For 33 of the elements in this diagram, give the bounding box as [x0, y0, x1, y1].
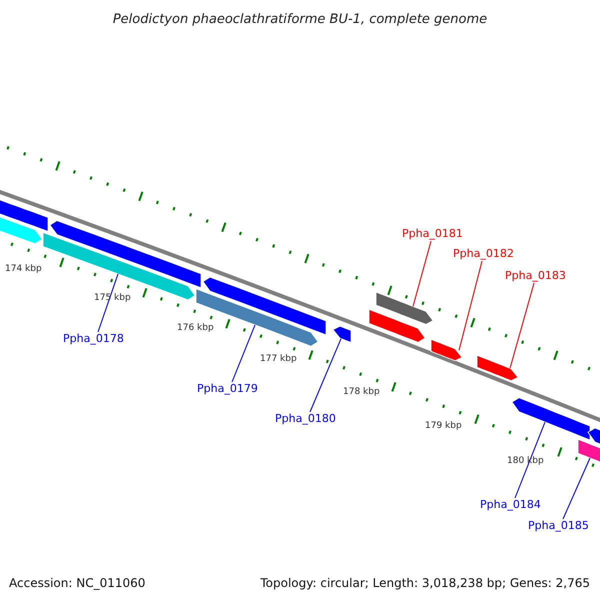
gene-segment: [376, 292, 434, 325]
title: Pelodictyon phaeoclathratiforme BU-1, complete genome: [112, 11, 488, 29]
gene-segment: [511, 397, 590, 441]
leader-line: [514, 422, 546, 498]
gene-segment: [578, 438, 600, 464]
leader-line: [412, 240, 432, 307]
gene-label: Ppha_0184: [480, 498, 541, 511]
scale-label: 178 kbp: [343, 387, 380, 398]
scale-label: 179 kbp: [425, 421, 462, 432]
gene-label: Ppha_0180: [275, 412, 336, 425]
gene-label: Ppha_0183: [505, 269, 566, 282]
scale-label: 176 kbp: [177, 323, 214, 334]
gene-segment: [332, 326, 352, 344]
gene-label: Ppha_0182: [453, 247, 514, 260]
leader-line: [98, 273, 118, 332]
gene-segment: [368, 308, 426, 343]
leader-line: [458, 260, 482, 351]
gene-label: Ppha_0185: [528, 519, 589, 532]
gene-segment: [430, 338, 463, 362]
accession-text: Accession: NC_011060: [9, 575, 146, 592]
leader-line: [310, 338, 342, 412]
scale-label: 177 kbp: [260, 354, 297, 365]
gene-segment: [476, 354, 519, 382]
gene-label: Ppha_0178: [63, 332, 124, 345]
gene-segment: [49, 220, 202, 288]
gene-label: Ppha_0181: [402, 227, 463, 240]
genome-summary-text: Topology: circular; Length: 3,018,238 bp; Genes: 2,765: [260, 575, 590, 592]
leader-line: [510, 282, 534, 369]
gene-segment: [196, 288, 319, 347]
scale-label: 174 kbp: [5, 264, 42, 275]
gene-segment: [42, 232, 196, 300]
gene-label: Ppha_0179: [197, 382, 258, 395]
leader-line: [232, 324, 256, 382]
